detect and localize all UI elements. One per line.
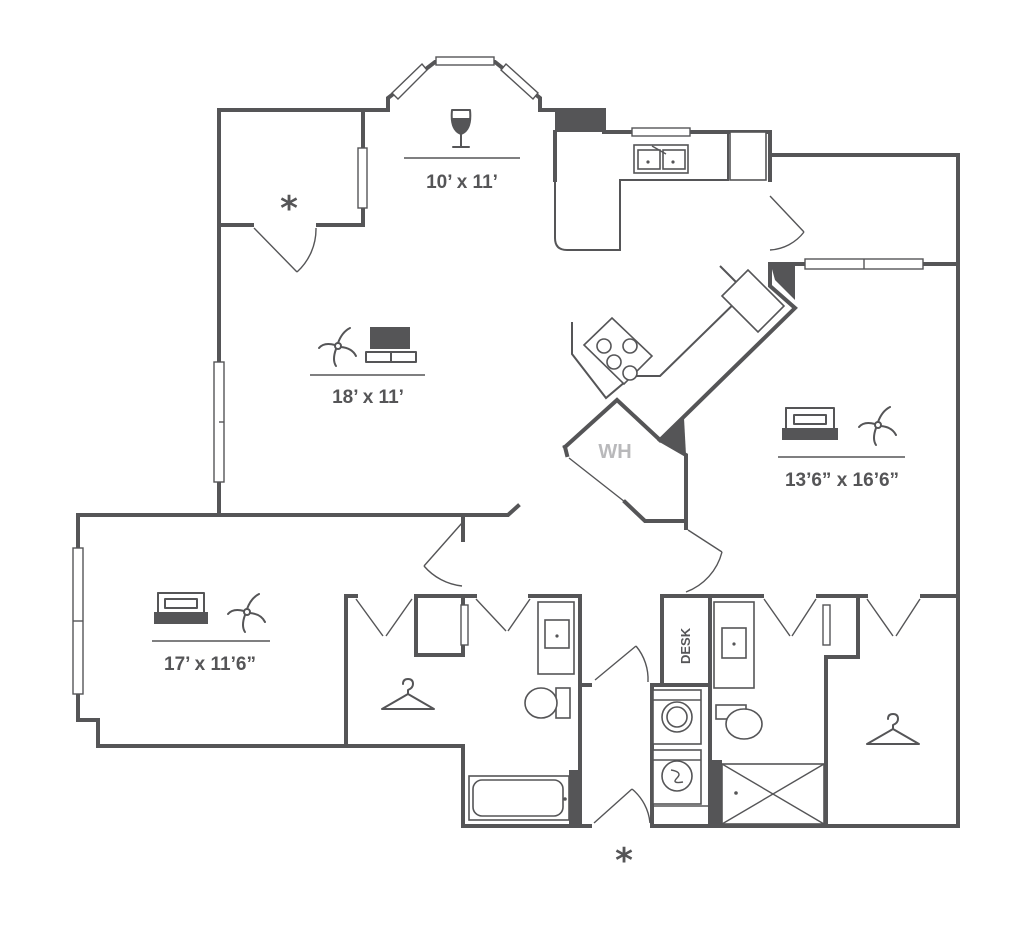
refrigerator xyxy=(729,131,767,181)
toilet-icon xyxy=(725,708,763,740)
ceiling-fan-icon xyxy=(858,406,897,446)
dining-room: 10’ x 11’ xyxy=(404,109,520,193)
window xyxy=(631,127,691,137)
desk-nook: DESK xyxy=(678,627,693,664)
tv-icon xyxy=(365,327,417,363)
bedroom-right: 13’6” x 16’6” xyxy=(778,406,905,491)
bed-icon xyxy=(782,407,838,440)
window xyxy=(357,147,368,209)
stove-burner xyxy=(606,354,622,370)
toilet-icon xyxy=(524,687,558,719)
windows xyxy=(72,56,924,695)
toilet-tank xyxy=(555,687,571,719)
wall-block xyxy=(770,262,795,300)
bedroom-left-dimensions: 17’ x 11’6” xyxy=(164,654,256,675)
dining-dimensions: 10’ x 11’ xyxy=(426,172,498,193)
stove-burner xyxy=(596,338,612,354)
kitchen-counter xyxy=(554,132,729,251)
window xyxy=(822,604,831,646)
stove-burner xyxy=(622,338,638,354)
wine-glass-icon xyxy=(450,109,472,148)
wall-block xyxy=(660,418,686,455)
sink-icon xyxy=(544,619,570,649)
living-dimensions: 18’ x 11’ xyxy=(332,387,404,408)
wall-block xyxy=(555,110,603,132)
kitchen xyxy=(554,131,786,400)
laundry xyxy=(652,689,710,807)
bath-1 xyxy=(468,601,575,821)
stove-burner xyxy=(622,365,638,381)
hanger-icon xyxy=(381,678,435,710)
hanger-icon xyxy=(866,713,920,745)
bath-2 xyxy=(713,601,825,825)
ceiling-fan-icon xyxy=(318,327,357,367)
stove xyxy=(582,316,654,386)
ceiling-fan-icon xyxy=(227,593,266,633)
wall-block xyxy=(569,770,580,826)
bed-icon xyxy=(154,592,208,624)
window xyxy=(391,62,428,100)
dishwasher xyxy=(720,268,786,334)
desk-label: DESK xyxy=(678,627,693,664)
wall-block xyxy=(710,760,722,826)
window xyxy=(435,56,495,66)
window xyxy=(500,62,539,101)
walls xyxy=(76,60,960,828)
entry-marker: * xyxy=(615,841,633,881)
patio-marker: * xyxy=(280,189,298,229)
bedroom-right-dimensions: 13’6” x 16’6” xyxy=(785,470,899,491)
living-room: 18’ x 11’ xyxy=(310,327,425,408)
bedroom-left: 17’ x 11’6” xyxy=(152,592,270,675)
window xyxy=(460,604,469,646)
water-heater-label: WH xyxy=(598,441,631,463)
doors xyxy=(253,195,921,824)
